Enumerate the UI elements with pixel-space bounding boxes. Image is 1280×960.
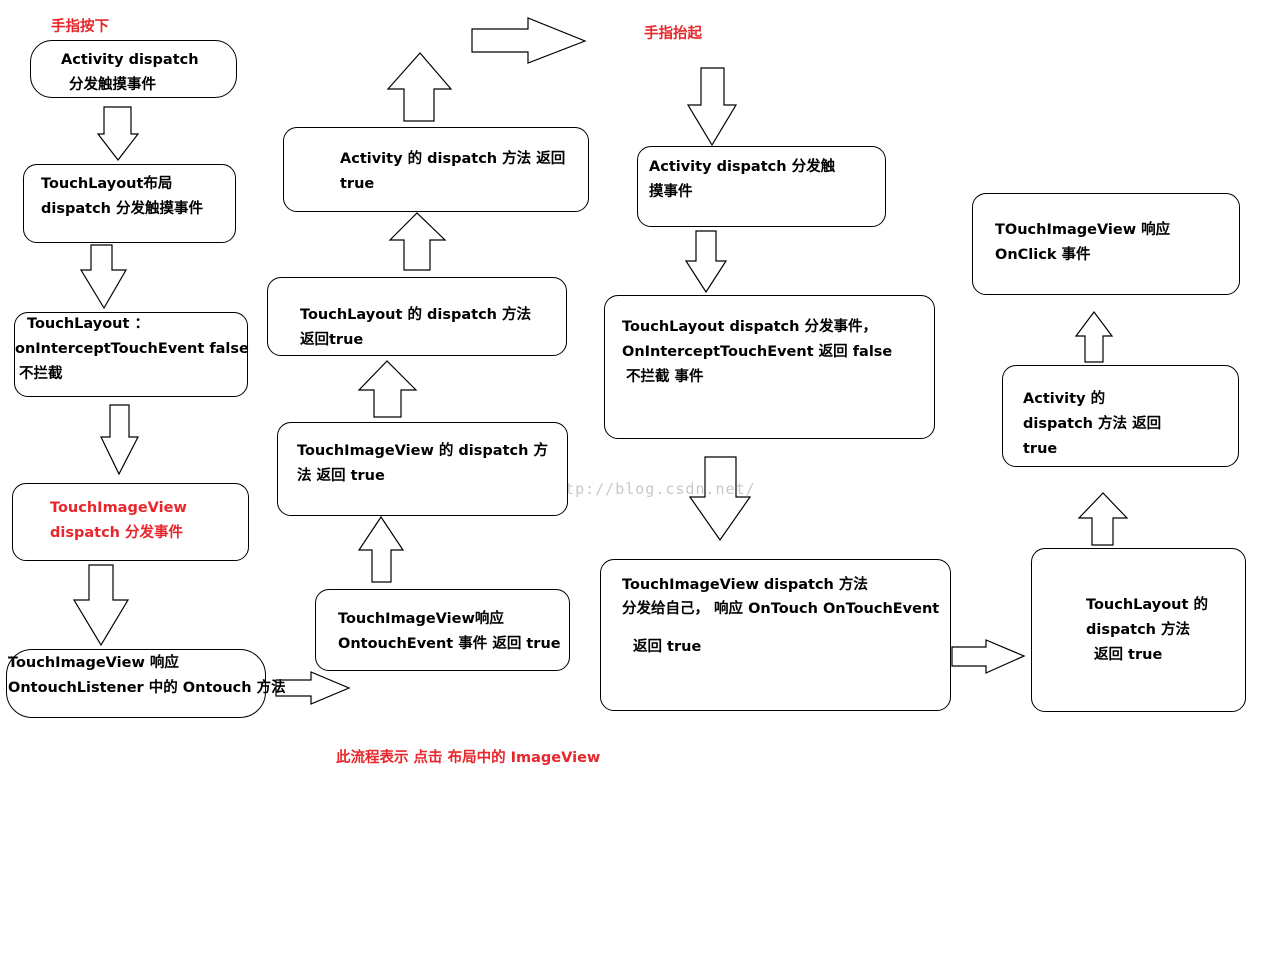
caption-label: 此流程表示 点击 布局中的 ImageView [336, 750, 601, 766]
imageview-dispatch-up-line-1: TouchImageView dispatch 方法 [622, 577, 868, 593]
touchlayout-intercept-down-line-1: TouchLayout ： [27, 316, 149, 332]
touchlayout-intercept-up-line-1: TouchLayout dispatch 分发事件， [622, 319, 878, 335]
arrow-down-3 [100, 404, 139, 476]
arrow-up-6 [1074, 311, 1114, 363]
activity-dispatch-return-up-line-2: dispatch 方法 返回 [1023, 416, 1162, 432]
touchlayout-dispatch-down-box [23, 164, 236, 243]
imageview-dispatch-up-line-3: 返回 true [633, 639, 702, 655]
imageview-dispatch-down-box [12, 483, 249, 561]
activity-dispatch-return-line-1: Activity 的 dispatch 方法 返回 [340, 151, 566, 167]
activity-dispatch-return-box [283, 127, 589, 212]
touchlayout-dispatch-return-line-2: 返回true [300, 332, 364, 348]
touchlayout-dispatch-return-line-1: TouchLayout 的 dispatch 方法 [300, 307, 532, 323]
touchlayout-dispatch-return-up-line-3: 返回 true [1094, 647, 1163, 663]
imageview-onclick-box [972, 193, 1240, 295]
activity-dispatch-down-line-1: Activity dispatch [61, 52, 199, 68]
touchlayout-dispatch-return-up-box [1031, 548, 1246, 712]
arrow-down-6 [684, 230, 728, 294]
touchlayout-intercept-down-line-3: 不拦截 [19, 366, 63, 382]
watermark: http://blog.csdn.net/ [545, 480, 756, 498]
arrow-up-3 [388, 212, 447, 271]
touchlayout-intercept-up-line-2: OnInterceptTouchEvent 返回 false [622, 344, 893, 360]
arrow-down-1 [96, 106, 140, 161]
arrow-up-1 [357, 515, 405, 583]
imageview-ontouch-listener-box [6, 649, 266, 718]
touchlayout-intercept-down-line-2: onInterceptTouchEvent false [15, 341, 249, 357]
finger-up-label: 手指抬起 [644, 26, 702, 42]
arrow-right-2 [471, 17, 587, 64]
touchlayout-intercept-down-box [14, 312, 248, 397]
imageview-dispatch-return-line-1: TouchImageView 的 dispatch 方 [297, 443, 548, 459]
arrow-up-2 [357, 360, 418, 418]
touchlayout-dispatch-return-box [267, 277, 567, 356]
activity-dispatch-return-line-2: true [340, 176, 375, 192]
touchlayout-intercept-up-line-3: 不拦截 事件 [626, 369, 704, 385]
arrow-down-2 [79, 244, 128, 310]
imageview-ontouch-listener-line-1: TouchImageView 响应 [8, 655, 179, 671]
imageview-dispatch-return-box [277, 422, 568, 516]
imageview-onclick-line-2: OnClick 事件 [995, 247, 1091, 263]
arrow-down-4 [72, 564, 130, 647]
imageview-dispatch-up-line-2: 分发给自己， 响应 OnTouch OnTouchEvent [622, 601, 940, 617]
arrow-right-3 [951, 639, 1026, 674]
activity-dispatch-return-up-line-3: true [1023, 441, 1058, 457]
activity-dispatch-up-line-1: Activity dispatch 分发触 [649, 159, 836, 175]
arrow-down-7 [688, 456, 752, 542]
imageview-dispatch-down-line-2: dispatch 分发事件 [50, 525, 184, 541]
touchlayout-dispatch-return-up-line-1: TouchLayout 的 [1086, 597, 1208, 613]
touchlayout-dispatch-return-up-line-2: dispatch 方法 [1086, 622, 1191, 638]
touchlayout-dispatch-down-line-2: dispatch 分发触摸事件 [41, 201, 204, 217]
imageview-dispatch-up-box [600, 559, 951, 711]
activity-dispatch-up-box [637, 146, 886, 227]
activity-dispatch-return-up-box [1002, 365, 1239, 467]
imageview-dispatch-down-line-1: TouchImageView [50, 500, 187, 516]
imageview-ontouch-listener-line-2: OntouchListener 中的 Ontouch 方法 [8, 680, 286, 696]
arrow-right-1 [275, 671, 351, 705]
touchlayout-intercept-up-box [604, 295, 935, 439]
activity-dispatch-down-line-2: 分发触摸事件 [69, 77, 156, 93]
imageview-ontouchevent-box [315, 589, 570, 671]
arrow-up-5 [1077, 492, 1129, 546]
imageview-onclick-line-1: TOuchImageView 响应 [995, 222, 1171, 238]
imageview-ontouchevent-line-1: TouchImageView响应 [338, 611, 504, 627]
imageview-ontouchevent-line-2: OntouchEvent 事件 返回 true [338, 636, 561, 652]
finger-down-label: 手指按下 [51, 19, 109, 35]
activity-dispatch-return-up-line-1: Activity 的 [1023, 391, 1106, 407]
arrow-down-5 [686, 67, 738, 147]
arrow-up-4 [386, 52, 453, 122]
activity-dispatch-down-box [30, 40, 237, 98]
activity-dispatch-up-line-2: 摸事件 [649, 184, 693, 200]
imageview-dispatch-return-line-2: 法 返回 true [297, 468, 385, 484]
touchlayout-dispatch-down-line-1: TouchLayout布局 [41, 176, 173, 192]
